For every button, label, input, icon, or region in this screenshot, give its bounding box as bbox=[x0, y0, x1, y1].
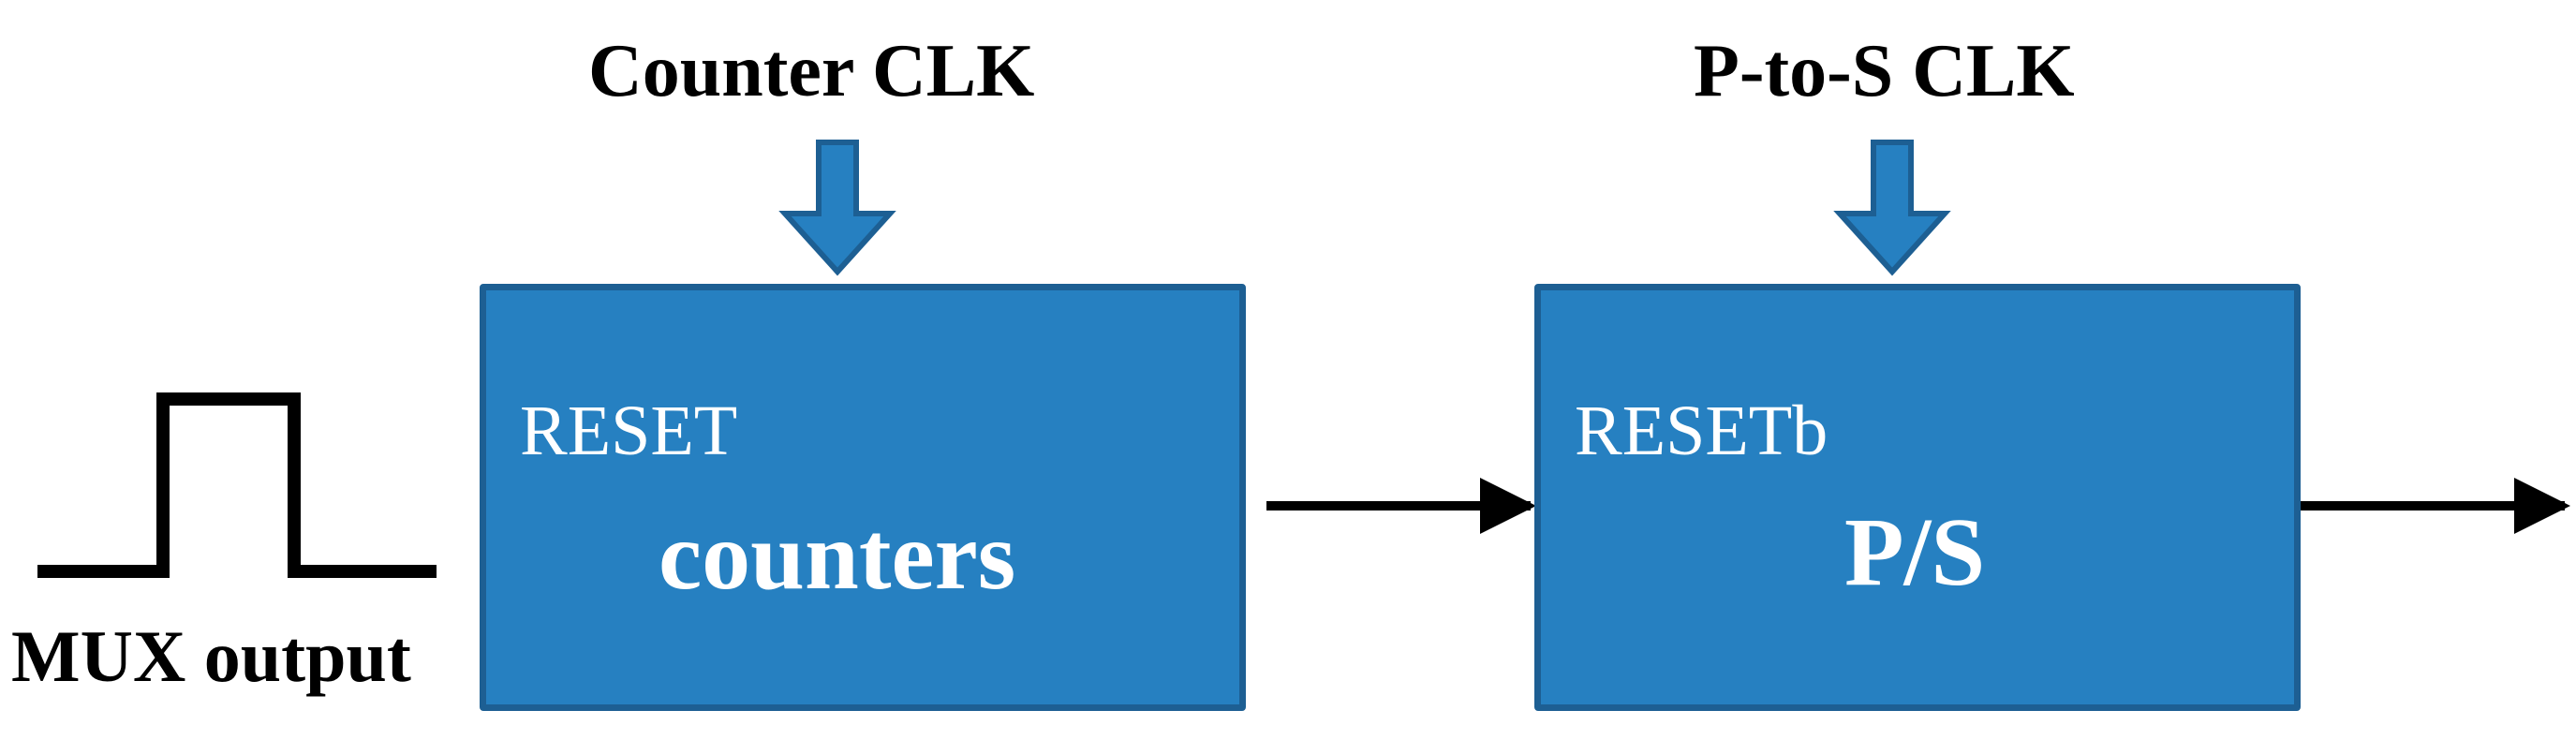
counter-clk-arrow bbox=[778, 140, 896, 276]
ps-resetb-label: RESETb bbox=[1575, 392, 1828, 470]
ps-clk-label: P-to-S CLK bbox=[1694, 30, 2075, 112]
counters-title: counters bbox=[659, 502, 1016, 610]
counter-clk-label: Counter CLK bbox=[588, 30, 1035, 112]
mux-output-label: MUX output bbox=[11, 615, 411, 697]
ps-clk-arrow bbox=[1833, 140, 1951, 276]
mux-pulse-waveform bbox=[37, 392, 437, 578]
ps-block: RESETb P/S bbox=[1534, 284, 2301, 711]
counters-reset-label: RESET bbox=[520, 392, 738, 470]
ps-title: P/S bbox=[1844, 498, 1986, 606]
counters-block: RESET counters bbox=[480, 284, 1246, 711]
